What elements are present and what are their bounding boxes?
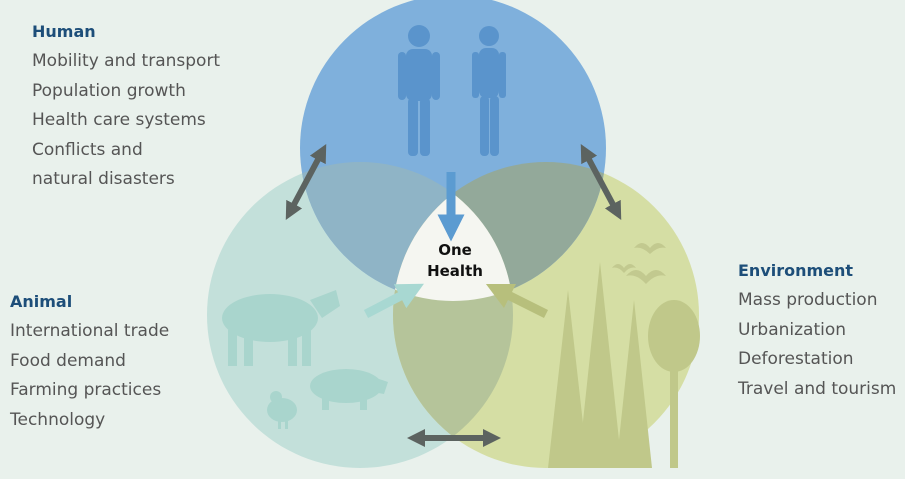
chicken-icon (267, 391, 297, 429)
human-factor-item: natural disasters (32, 169, 175, 189)
human-factor-item: Mobility and transport (32, 51, 221, 71)
environment-factor-item: Urbanization (738, 319, 847, 340)
tree-icon (548, 262, 700, 468)
human-factor-item: Population growth (32, 80, 186, 101)
animal-factors: Animal International trade Food demand F… (10, 292, 169, 435)
animal-factor-item: Farming practices (10, 380, 162, 400)
animal-factor-item: Technology (10, 409, 106, 430)
one-health-center (393, 162, 513, 301)
female-figure-icon (472, 26, 506, 156)
human-heading: Human (32, 22, 96, 41)
environment-factor-item: Deforestation (738, 349, 854, 369)
animal-arrow (363, 283, 424, 318)
cow-icon (222, 290, 340, 366)
pig-icon (310, 369, 388, 410)
environment-factors: Environment Mass production Urbanization… (738, 261, 896, 404)
environment-factor-item: Travel and tourism (738, 378, 897, 399)
male-figure-icon (398, 25, 440, 156)
human-factors: Human Mobility and transport Population … (32, 22, 220, 195)
environment-heading: Environment (738, 261, 854, 280)
human-factor-item: Health care systems (32, 110, 206, 130)
environment-arrow (485, 283, 549, 319)
animal-heading: Animal (10, 292, 73, 311)
human-factor-item: Conflicts and (32, 139, 143, 160)
center-label-one: One (438, 241, 472, 259)
human-environment-arrow (580, 144, 622, 220)
animal-factor-item: International trade (10, 321, 170, 341)
center-label-health: Health (427, 262, 483, 280)
environment-factor-item: Mass production (738, 290, 878, 310)
animal-factor-item: Food demand (10, 350, 126, 371)
bat-icon (612, 243, 666, 284)
human-animal-arrow (285, 144, 327, 220)
